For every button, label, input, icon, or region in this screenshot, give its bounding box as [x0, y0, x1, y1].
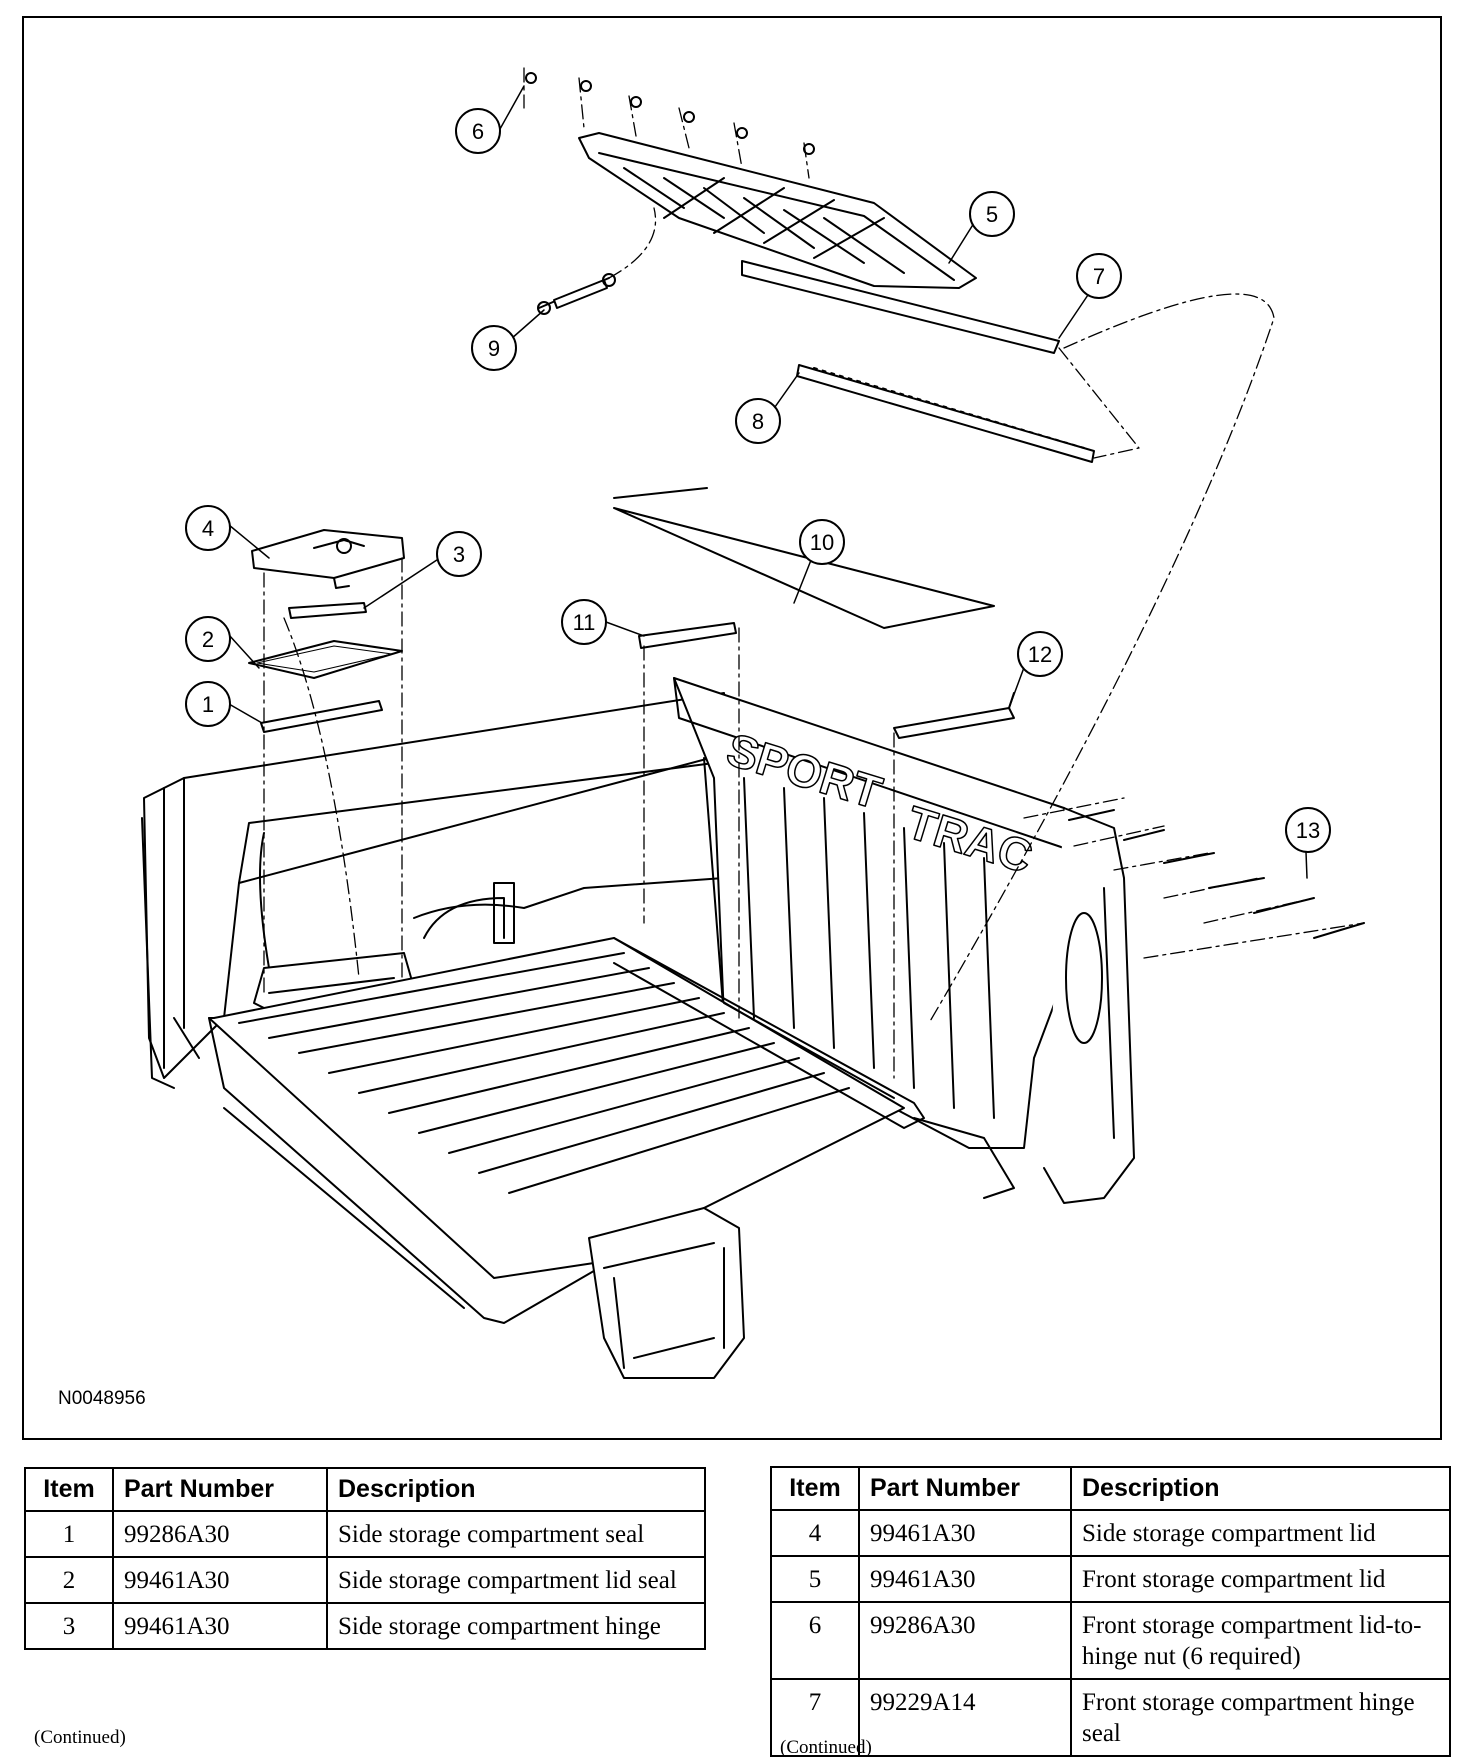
header-description: Description: [326, 1467, 706, 1512]
cell-description: Side storage compartment hinge: [326, 1602, 706, 1650]
svg-text:7: 7: [1093, 264, 1105, 289]
svg-text:6: 6: [472, 119, 484, 144]
figure-id: N0048956: [58, 1388, 146, 1409]
header-item: Item: [770, 1466, 860, 1511]
table-row: 5 99461A30 Front storage compartment lid: [770, 1555, 1451, 1603]
callout-10: 10: [799, 519, 845, 565]
part-front-storage-hinge: [796, 364, 1095, 463]
part-item-11: [638, 622, 737, 649]
svg-text:11: 11: [573, 610, 596, 635]
cell-item: 2: [24, 1556, 114, 1604]
part-item-12: [893, 707, 1015, 739]
callout-4: 4: [185, 505, 231, 551]
cell-item: 6: [770, 1601, 860, 1680]
cell-description: Side storage compartment lid seal: [326, 1556, 706, 1604]
table-header-row: Item Part Number Description: [24, 1467, 706, 1512]
part-side-storage-hinge: [288, 602, 367, 619]
cell-description: Front storage compartment lid: [1070, 1555, 1451, 1603]
callout-7: 7: [1076, 253, 1122, 299]
callout-8: 8: [735, 398, 781, 444]
cell-item: 4: [770, 1509, 860, 1557]
cell-item: 5: [770, 1555, 860, 1603]
cell-description: Front storage compartment hinge seal: [1070, 1678, 1451, 1757]
parts-table-right: Item Part Number Description 4 99461A30 …: [770, 1466, 1451, 1757]
svg-text:10: 10: [810, 530, 834, 555]
svg-text:2: 2: [202, 627, 214, 652]
table-header-row: Item Part Number Description: [770, 1466, 1451, 1511]
exploded-diagram: SPORT TRAC: [141, 67, 1365, 1379]
callout-12: 12: [1017, 631, 1063, 677]
cell-description: Side storage compartment seal: [326, 1510, 706, 1558]
svg-text:3: 3: [453, 542, 465, 567]
callout-3: 3: [436, 531, 482, 577]
header-part-number: Part Number: [858, 1466, 1072, 1511]
table-row: 4 99461A30 Side storage compartment lid: [770, 1509, 1451, 1557]
header-part-number: Part Number: [112, 1467, 328, 1512]
callout-2: 2: [185, 616, 231, 662]
assembly-leader-lines: [263, 67, 1365, 1079]
callout-6: 6: [455, 108, 501, 154]
cell-item: 7: [770, 1678, 860, 1757]
header-description: Description: [1070, 1466, 1451, 1511]
svg-text:5: 5: [986, 202, 998, 227]
table-row: 6 99286A30 Front storage compartment lid…: [770, 1601, 1451, 1680]
cell-part-number: 99461A30: [858, 1509, 1072, 1557]
continued-note-left: (Continued): [34, 1727, 126, 1748]
cell-part-number: 99461A30: [112, 1602, 328, 1650]
cell-item: 1: [24, 1510, 114, 1558]
truck-bed-assembly: [141, 677, 1135, 1379]
callout-13: 13: [1285, 807, 1331, 853]
table-row: 7 99229A14 Front storage compartment hin…: [770, 1678, 1451, 1757]
svg-text:4: 4: [202, 516, 214, 541]
svg-text:8: 8: [752, 409, 764, 434]
cell-part-number: 99229A14: [858, 1678, 1072, 1757]
svg-text:9: 9: [488, 336, 500, 361]
svg-text:13: 13: [1296, 818, 1320, 843]
part-front-storage-lid: [578, 132, 977, 289]
continued-note-right: (Continued): [780, 1737, 872, 1758]
table-row: 1 99286A30 Side storage compartment seal: [24, 1510, 706, 1558]
header-item: Item: [24, 1467, 114, 1512]
table-row: 2 99461A30 Side storage compartment lid …: [24, 1556, 706, 1604]
callout-9: 9: [471, 325, 517, 371]
cell-part-number: 99286A30: [858, 1601, 1072, 1680]
cell-part-number: 99286A30: [112, 1510, 328, 1558]
svg-text:12: 12: [1028, 642, 1052, 667]
part-front-storage-hinge-seal: [741, 260, 1060, 354]
cell-part-number: 99461A30: [112, 1556, 328, 1604]
svg-text:1: 1: [202, 692, 214, 717]
part-side-storage-seal: [260, 700, 383, 733]
part-side-storage-lid: [251, 529, 405, 589]
callout-5: 5: [969, 191, 1015, 237]
part-front-seal: [613, 487, 995, 629]
cell-item: 3: [24, 1602, 114, 1650]
parts-table-left: Item Part Number Description 1 99286A30 …: [24, 1467, 706, 1650]
cell-description: Front storage compartment lid-to-hinge n…: [1070, 1601, 1451, 1680]
table-row: 3 99461A30 Side storage compartment hing…: [24, 1602, 706, 1650]
part-lid-to-hinge-nuts: [525, 72, 815, 155]
callout-badges: 6 5 7 9 8 4 3 10 2 11 12 1: [185, 108, 1331, 853]
callout-11: 11: [561, 599, 607, 645]
cell-description: Side storage compartment lid: [1070, 1509, 1451, 1557]
part-lift-strut: [537, 273, 616, 315]
exploded-diagram-frame: SPORT TRAC: [22, 16, 1442, 1440]
callout-1: 1: [185, 681, 231, 727]
cell-part-number: 99461A30: [858, 1555, 1072, 1603]
